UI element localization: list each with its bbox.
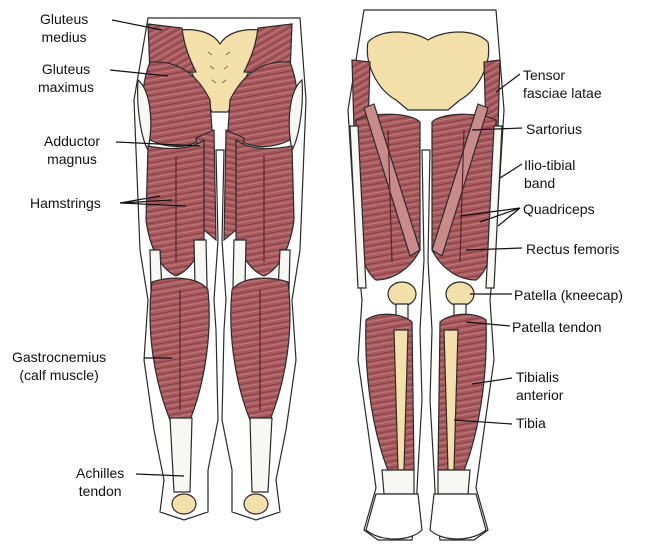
label-tibialis-anterior-line1: Tibialis — [516, 368, 563, 386]
label-sartorius-line1: Sartorius — [526, 120, 582, 138]
label-ilio-tibial-band-line2: band — [524, 174, 575, 192]
label-achilles-tendon: Achilles tendon — [76, 464, 124, 500]
left-achilles-tendon — [170, 418, 192, 492]
label-tensor-fasciae-latae-line2: fasciae latae — [523, 84, 602, 102]
label-patella: Patella (kneecap) — [514, 286, 623, 304]
label-patella-line1: Patella (kneecap) — [514, 286, 623, 304]
label-gluteus-medius: Gluteus medius — [40, 10, 88, 46]
right-patella — [446, 282, 474, 306]
label-gastrocnemius-line1: Gastrocnemius — [12, 348, 106, 366]
label-tibialis-anterior: Tibialis anterior — [516, 368, 563, 404]
label-gluteus-medius-line2: medius — [40, 28, 88, 46]
label-rectus-femoris-line1: Rectus femoris — [526, 240, 619, 258]
right-achilles-tendon — [250, 418, 272, 492]
label-quadriceps-line1: Quadriceps — [523, 200, 595, 218]
label-adductor-magnus-line2: magnus — [44, 150, 100, 168]
left-foot — [366, 494, 422, 539]
anterior-view — [348, 10, 504, 540]
label-ilio-tibial-band-line1: Ilio-tibial — [524, 156, 575, 174]
label-hamstrings-line1: Hamstrings — [30, 194, 101, 212]
left-heel-bone — [172, 494, 196, 514]
label-tibia-line1: Tibia — [516, 414, 546, 432]
label-gluteus-maximus-line2: maximus — [38, 78, 94, 96]
label-gastrocnemius: Gastrocnemius (calf muscle) — [12, 348, 106, 384]
label-rectus-femoris: Rectus femoris — [526, 240, 619, 258]
label-adductor-magnus: Adductor magnus — [44, 132, 100, 168]
label-achilles-tendon-line1: Achilles — [76, 464, 124, 482]
label-tibialis-anterior-line2: anterior — [516, 386, 563, 404]
label-adductor-magnus-line1: Adductor — [44, 132, 100, 150]
label-patella-tendon-line1: Patella tendon — [512, 318, 602, 336]
right-ankle-tendons — [438, 470, 470, 494]
right-foot — [430, 494, 486, 539]
label-gastrocnemius-line2: (calf muscle) — [12, 366, 106, 384]
posterior-view — [134, 18, 306, 520]
label-tensor-fasciae-latae: Tensor fasciae latae — [523, 66, 602, 102]
label-sartorius: Sartorius — [526, 120, 582, 138]
label-achilles-tendon-line2: tendon — [76, 482, 124, 500]
left-ankle-tendons — [382, 470, 414, 494]
label-tensor-fasciae-latae-line1: Tensor — [523, 66, 602, 84]
label-quadriceps: Quadriceps — [523, 200, 595, 218]
right-heel-bone — [244, 494, 268, 514]
left-patella — [388, 282, 416, 306]
label-tibia: Tibia — [516, 414, 546, 432]
label-gluteus-medius-line1: Gluteus — [40, 10, 88, 28]
label-hamstrings: Hamstrings — [30, 194, 101, 212]
label-patella-tendon: Patella tendon — [512, 318, 602, 336]
label-gluteus-maximus: Gluteus maximus — [38, 60, 94, 96]
leader-ilio-tibial-band — [500, 164, 522, 178]
label-ilio-tibial-band: Ilio-tibial band — [524, 156, 575, 192]
label-gluteus-maximus-line1: Gluteus — [38, 60, 94, 78]
